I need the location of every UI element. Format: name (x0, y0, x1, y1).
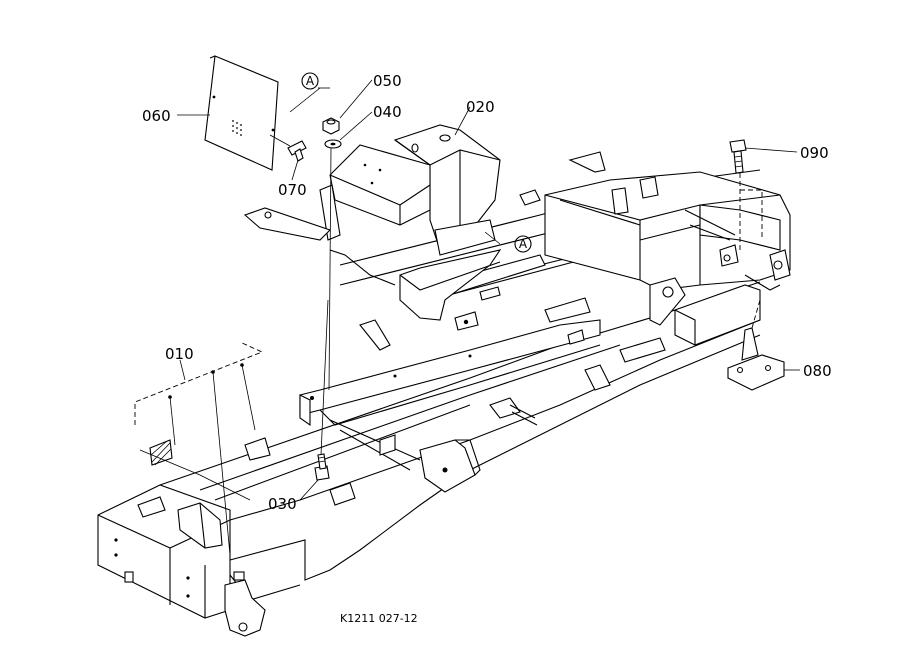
svg-text:A: A (306, 74, 315, 88)
callout-060: 060 (142, 107, 171, 125)
screw-070 (269, 134, 307, 162)
panel-010 (134, 341, 264, 556)
callout-010: 010 (165, 345, 194, 363)
reference-mark-a1: A (301, 72, 319, 90)
callout-090: 090 (800, 144, 829, 162)
rear-frame-assembly (519, 151, 791, 346)
vent-holes (232, 120, 242, 136)
callout-080: 080 (803, 362, 832, 380)
seat-bracket-assembly (243, 124, 591, 345)
main-frame (97, 169, 761, 637)
callout-020: 020 (466, 98, 495, 116)
reference-mark-a2: A (514, 235, 532, 253)
alignment-line (328, 147, 332, 391)
callout-040: 040 (373, 103, 402, 121)
bolt-030 (314, 299, 330, 481)
bolt-090 (729, 139, 763, 252)
callout-030: 030 (268, 495, 297, 513)
bracket-080 (727, 299, 785, 391)
washer-040 (324, 139, 342, 149)
nut-050 (322, 117, 340, 135)
leader-lines (177, 79, 800, 501)
svg-text:A: A (519, 237, 528, 251)
figure-caption: K1211 027-12 (340, 612, 418, 625)
callout-070: 070 (278, 181, 307, 199)
callout-050: 050 (373, 72, 402, 90)
cover-plate-060 (204, 55, 279, 171)
